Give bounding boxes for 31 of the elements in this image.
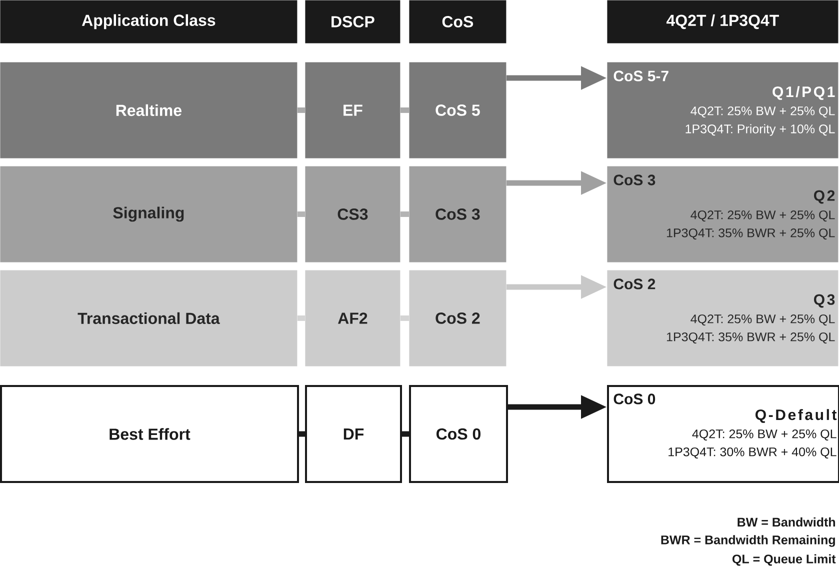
abbreviation-note: BWR = Bandwidth Remaining	[661, 535, 835, 547]
queue-box: CoS 3 Q2 4Q2T: 25% BW + 25% QL 1P3Q4T: 35% BWR + 25% QL	[607, 166, 838, 262]
connector-line	[400, 107, 409, 113]
queue-box: CoS 2 Q3 4Q2T: 25% BW + 25% QL 1P3Q4T: 35% BWR + 25% QL	[607, 270, 838, 366]
abbreviation-note: QL = Queue Limit	[732, 554, 836, 566]
header-cell: 4Q2T / 1P3Q4T	[607, 0, 838, 44]
class-box: CoS 5	[409, 62, 506, 158]
abbreviation-note: BW = Bandwidth	[738, 517, 836, 527]
header-cell: Application Class	[0, 0, 298, 44]
class-box: AF2	[305, 270, 400, 366]
class-box: Best Effort	[0, 385, 299, 483]
class-box: CoS 2	[409, 270, 506, 366]
connector-line	[297, 211, 305, 217]
class-box: Realtime	[0, 62, 298, 158]
class-box: Transactional Data	[0, 270, 298, 366]
class-box: CoS 0	[409, 385, 508, 483]
connector-line	[400, 315, 409, 321]
header-cell: CoS	[409, 0, 506, 44]
header-cell: DSCP	[305, 0, 400, 44]
connector-line	[402, 431, 409, 437]
queue-box: CoS 5-7 Q1/PQ1 4Q2T: 25% BW + 25% QL 1P3Q4T: Priority + 10% QL	[607, 62, 838, 158]
connector-line	[400, 211, 409, 217]
class-box: CoS 3	[409, 166, 506, 262]
class-box: EF	[305, 62, 400, 158]
connector-line	[297, 107, 305, 113]
connector-line	[297, 315, 305, 321]
connector-line	[299, 431, 305, 437]
queue-box: CoS 0 Q-Default 4Q2T: 25% BW + 25% QL 1P3Q4T: 30% BWR + 40% QL	[607, 385, 839, 483]
class-box: Signaling	[0, 166, 298, 262]
class-box: DF	[305, 385, 402, 483]
class-box: CS3	[305, 166, 400, 262]
